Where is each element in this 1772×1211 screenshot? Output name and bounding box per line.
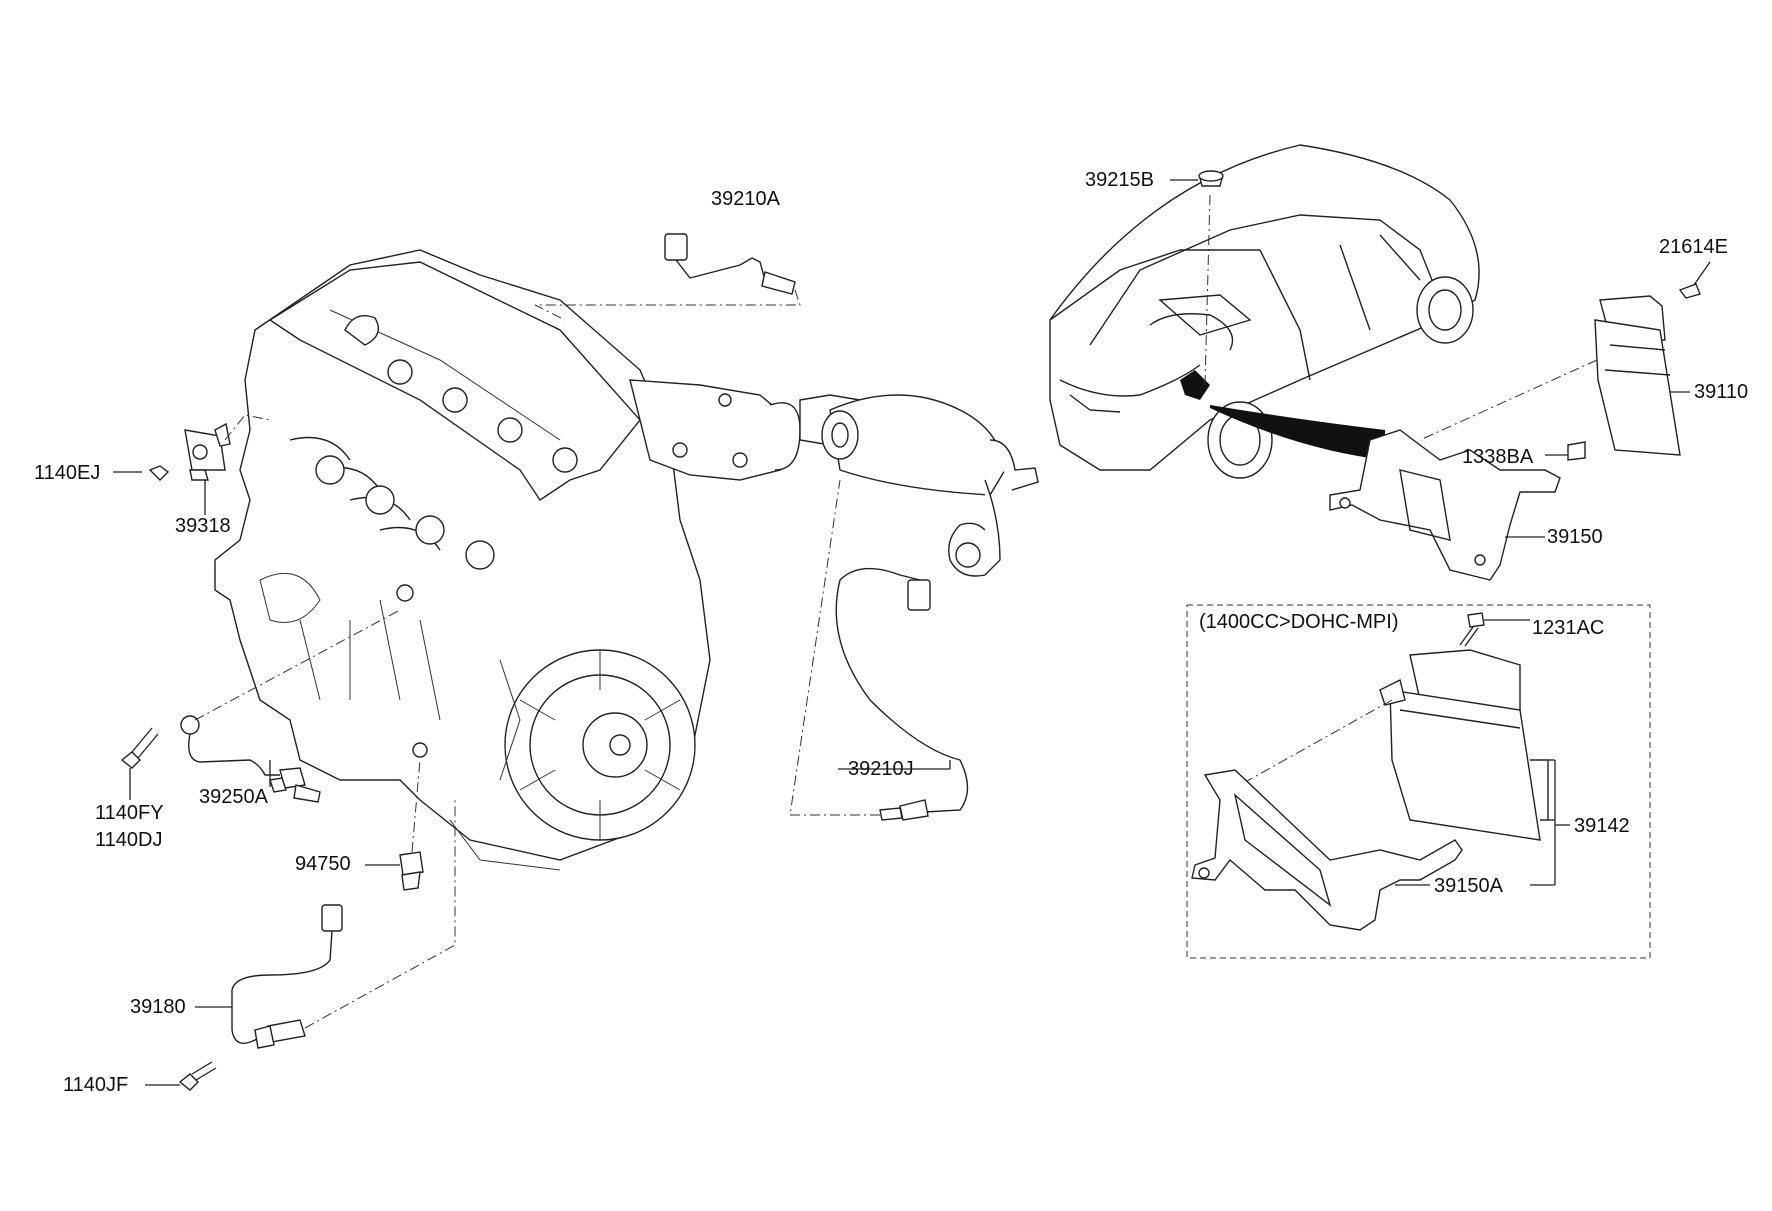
label-39210J: 39210J <box>848 758 914 780</box>
variant-note: (1400CC>DOHC-MPI) <box>1199 611 1399 633</box>
label-1231AC: 1231AC <box>1532 617 1605 639</box>
label-39150A: 39150A <box>1434 875 1503 897</box>
map-sensor <box>148 414 271 515</box>
ecu-bracket <box>1329 429 1586 581</box>
grommet <box>1170 170 1224 187</box>
ecu-bracket-variant <box>1191 769 1463 931</box>
label-1140DJ: 1140DJ <box>95 829 163 851</box>
label-94750: 94750 <box>295 853 351 875</box>
label-1140EJ: 1140EJ <box>34 462 101 484</box>
label-1338BA: 1338BA <box>1462 446 1534 468</box>
label-39250A: 39250A <box>199 786 268 808</box>
crank-position-sensor <box>145 800 456 1091</box>
ecu-unit <box>1419 261 1711 456</box>
label-1140JF: 1140JF <box>63 1074 129 1096</box>
label-39180: 39180 <box>130 996 186 1018</box>
oxygen-sensor-upper <box>534 233 801 321</box>
label-39215B: 39215B <box>1085 169 1154 191</box>
exhaust-manifold <box>629 379 1039 577</box>
oxygen-sensor-lower <box>789 479 969 821</box>
label-39210A: 39210A <box>711 188 780 210</box>
engine-block <box>214 249 711 871</box>
label-39142: 39142 <box>1574 815 1630 837</box>
label-1140FY: 1140FY <box>95 802 164 824</box>
car-illustration <box>1049 144 1480 479</box>
ecu-unit-variant <box>1239 612 1570 886</box>
variant-box <box>1186 604 1651 959</box>
label-39318: 39318 <box>175 515 231 537</box>
label-39110: 39110 <box>1694 381 1749 403</box>
label-39150: 39150 <box>1547 526 1603 548</box>
knock-sensor <box>120 609 401 803</box>
oil-pressure-switch <box>365 759 424 891</box>
label-21614E: 21614E <box>1659 236 1728 258</box>
